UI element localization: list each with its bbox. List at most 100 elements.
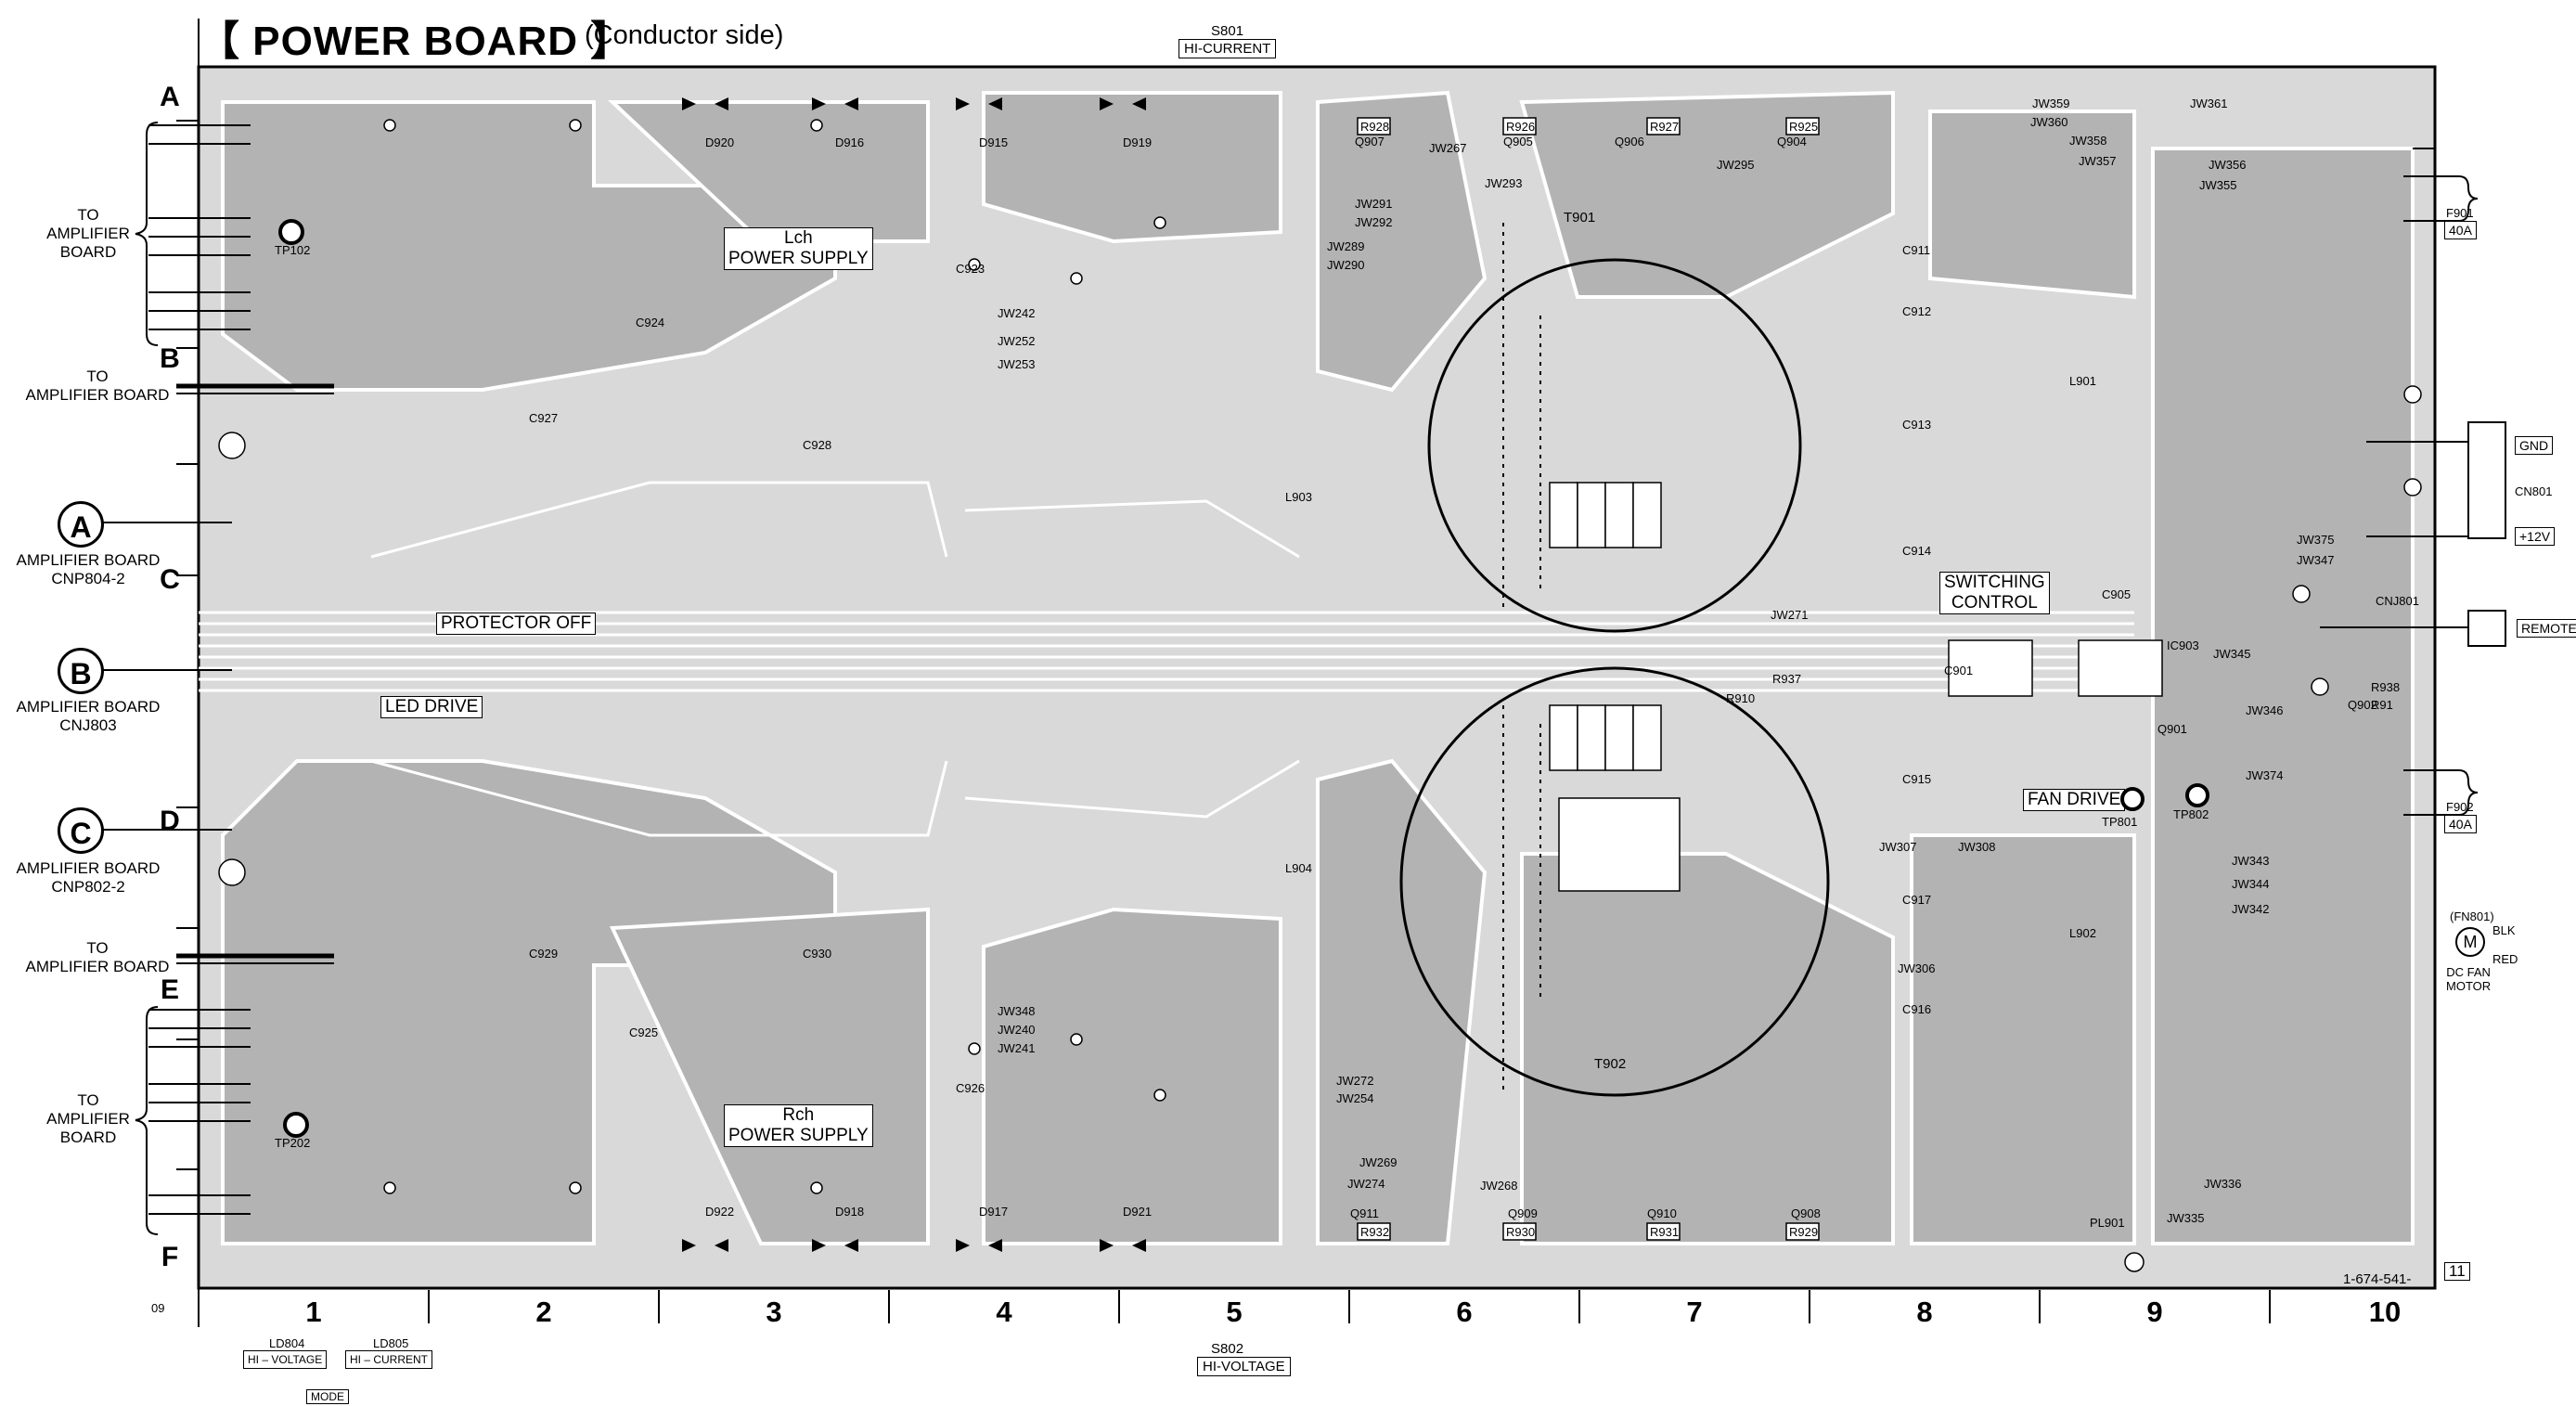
lch-power-supply-label: Lch POWER SUPPLY <box>724 227 873 270</box>
ref-label-jw293: JW293 <box>1485 176 1523 190</box>
ref-label-r938: R938 <box>2371 680 2401 694</box>
ref-label-r931: R931 <box>1650 1225 1680 1239</box>
ref-label-q902: Q902 <box>2348 698 2377 712</box>
ref-label-l904: L904 <box>1285 861 1312 875</box>
ref-label-jw374: JW374 <box>2246 768 2284 782</box>
ref-label-c915: C915 <box>1902 772 1932 786</box>
ref-label-d915: D915 <box>979 135 1009 149</box>
ref-label-ic903: IC903 <box>2167 639 2199 652</box>
ref-label-jw271: JW271 <box>1771 608 1809 622</box>
fan-motor-label: DC FAN MOTOR <box>2446 965 2492 993</box>
tp802-pad <box>2185 783 2209 807</box>
ref-label-c926: C926 <box>956 1081 985 1095</box>
row-label-b: B <box>160 343 180 374</box>
row-label-c: C <box>160 564 180 595</box>
f901-ref: F901 <box>2446 206 2474 220</box>
marker-b: B <box>58 648 104 694</box>
switching-control-label: SWITCHING CONTROL <box>1939 572 2050 614</box>
ref-label-jw290: JW290 <box>1327 258 1365 272</box>
ref-label-q901: Q901 <box>2157 722 2187 736</box>
ref-label-jw345: JW345 <box>2213 647 2251 661</box>
ref-label-jw254: JW254 <box>1336 1091 1374 1105</box>
ref-label-d920: D920 <box>705 135 735 149</box>
ref-label-jw241: JW241 <box>998 1041 1036 1055</box>
page-title: 【 POWER BOARD 】 <box>199 19 633 64</box>
col-label-8: 8 <box>1916 1296 1933 1328</box>
ref-label-l903: L903 <box>1285 490 1312 504</box>
rch-power-supply-label: Rch POWER SUPPLY <box>724 1104 873 1147</box>
ref-label-jw307: JW307 <box>1879 840 1917 854</box>
ref-label-jw268: JW268 <box>1480 1179 1518 1193</box>
tp202-label: TP202 <box>275 1136 311 1150</box>
ref-label-r925: R925 <box>1789 120 1819 134</box>
ref-label-r928: R928 <box>1360 120 1390 134</box>
f901-rating: 40A <box>2444 221 2477 239</box>
tp801-pad <box>2120 787 2145 811</box>
ref-label-jw306: JW306 <box>1898 961 1936 975</box>
ref-label-c929: C929 <box>529 947 559 961</box>
v12-label: +12V <box>2515 527 2556 546</box>
ref-label-q905: Q905 <box>1503 135 1533 148</box>
ref-label-d917: D917 <box>979 1205 1009 1219</box>
ref-label-d916: D916 <box>835 135 865 149</box>
ref-label-jw344: JW344 <box>2232 877 2270 891</box>
ref-label-q911: Q911 <box>1350 1206 1379 1220</box>
ref-label-d921: D921 <box>1123 1205 1153 1219</box>
ref-label-jw292: JW292 <box>1355 215 1393 229</box>
to-amp-e: TO AMPLIFIER BOARD <box>25 939 170 975</box>
tp802-label: TP802 <box>2173 807 2209 821</box>
ref-label-q907: Q907 <box>1355 135 1385 148</box>
ref-label-jw295: JW295 <box>1717 158 1755 172</box>
pl901-label: PL901 <box>2090 1216 2125 1230</box>
marker-a: A <box>58 501 104 548</box>
col-label-9: 9 <box>2146 1296 2163 1328</box>
top-switch-ref: S801 <box>1211 23 1244 39</box>
ref-label-jw269: JW269 <box>1359 1155 1397 1169</box>
remote-label: REMOTE <box>2517 619 2576 638</box>
ref-label-l901: L901 <box>2069 374 2096 388</box>
ref-label-r932: R932 <box>1360 1225 1390 1239</box>
ref-label-jw274: JW274 <box>1347 1177 1385 1191</box>
amp-b: AMPLIFIER BOARD CNJ803 <box>16 698 161 734</box>
tp102-pad <box>278 219 304 245</box>
ld804-ref: LD804 <box>269 1336 305 1350</box>
ref-label-r91: R91 <box>2371 698 2393 712</box>
ref-label-jw291: JW291 <box>1355 197 1393 211</box>
ref-label-jw308: JW308 <box>1958 840 1996 854</box>
ref-label-jw267: JW267 <box>1429 141 1467 155</box>
ld805-ref: LD805 <box>373 1336 409 1350</box>
tp801-label: TP801 <box>2102 815 2138 829</box>
ref-label-c905: C905 <box>2102 587 2132 601</box>
amp-c: AMPLIFIER BOARD CNP802-2 <box>16 859 161 896</box>
part-number: 1-674-541- <box>2343 1271 2412 1287</box>
top-switch-label: HI-CURRENT <box>1179 39 1277 58</box>
col-label-4: 4 <box>996 1296 1012 1328</box>
ref-label-jw346: JW346 <box>2246 703 2284 717</box>
ref-label-jw358: JW358 <box>2069 134 2107 148</box>
cnj801-label: CNJ801 <box>2376 594 2419 608</box>
ref-label-jw361: JW361 <box>2190 97 2228 110</box>
ref-label-c916: C916 <box>1902 1002 1932 1016</box>
gnd-label: GND <box>2515 436 2554 455</box>
ref-label-jw240: JW240 <box>998 1023 1036 1037</box>
bottom-switch-ref: S802 <box>1211 1341 1244 1357</box>
ref-label-d922: D922 <box>705 1205 735 1219</box>
ref-label-r930: R930 <box>1506 1225 1536 1239</box>
ref-label-jw252: JW252 <box>998 334 1036 348</box>
ref-label-q908: Q908 <box>1791 1206 1821 1220</box>
ref-label-jw359: JW359 <box>2032 97 2070 110</box>
revision-box: 11 <box>2444 1262 2470 1281</box>
ref-label-r927: R927 <box>1650 120 1680 134</box>
col-label-1: 1 <box>305 1296 322 1328</box>
ref-label-c913: C913 <box>1902 418 1932 432</box>
row-label-d: D <box>160 806 180 836</box>
row-label-e: E <box>160 974 179 1005</box>
marker-c: C <box>58 807 104 854</box>
tp202-pad <box>283 1112 309 1138</box>
ref-label-c927: C927 <box>529 411 559 425</box>
fan-red: RED <box>2492 952 2518 966</box>
t901-label: T901 <box>1564 210 1596 226</box>
to-amp-bottom: TO AMPLIFIER BOARD <box>46 1091 130 1146</box>
board-code: 09 <box>151 1301 165 1315</box>
ref-label-r910: R910 <box>1726 691 1756 705</box>
